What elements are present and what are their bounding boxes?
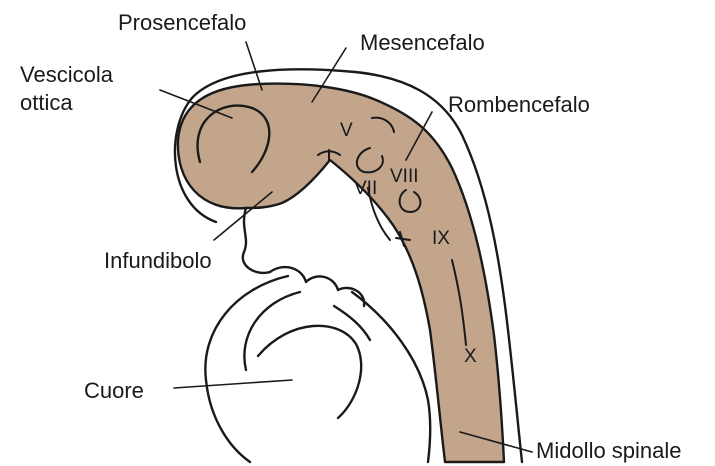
body-wall-outline [352, 292, 430, 462]
nerve-label-x: X [464, 346, 477, 367]
label-vescicola-line1: Vescicola [20, 62, 114, 87]
label-cuore: Cuore [84, 378, 144, 403]
nerve-label-viii: VIII [390, 166, 419, 187]
leader-cuore [174, 380, 292, 388]
label-infundibolo: Infundibolo [104, 248, 212, 273]
label-vescicola-line2: ottica [20, 90, 73, 115]
label-prosencefalo: Prosencefalo [118, 10, 246, 35]
nerve-label-v: V [340, 120, 353, 141]
label-mesencefalo: Mesencefalo [360, 30, 485, 55]
leader-prosencefalo [246, 42, 262, 90]
heart-inner-loop-3 [334, 306, 370, 340]
pharyngeal-arch-outline [270, 267, 364, 306]
infundibulum-outline [243, 208, 270, 273]
heart-inner-loop-2 [258, 326, 361, 418]
nerve-label-vii: VII [354, 178, 377, 199]
nerve-label-ix: IX [432, 228, 450, 249]
label-midollo-spinale: Midollo spinale [536, 438, 682, 463]
label-rombencefalo: Rombencefalo [448, 92, 590, 117]
